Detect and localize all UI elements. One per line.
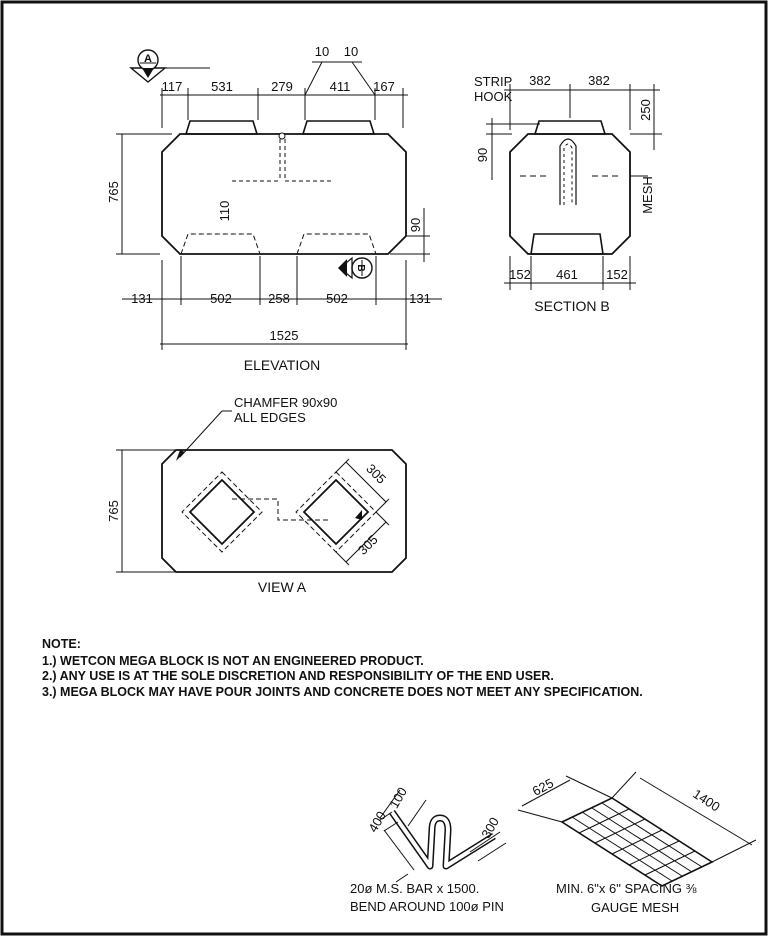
elev-inner-height-dim: 110 bbox=[217, 201, 232, 222]
mesh-grid bbox=[560, 797, 714, 887]
section-b-mesh-label: MESH bbox=[640, 176, 655, 214]
bar-caption-line1: 20ø M.S. BAR x 1500. bbox=[350, 881, 479, 896]
section-marker-a: A bbox=[129, 49, 210, 83]
note-item-2: 2.) ANY USE IS AT THE SOLE DISCRETION AN… bbox=[42, 669, 554, 683]
bar-caption-line2: BEND AROUND 100ø PIN bbox=[350, 899, 504, 914]
view-a-height-label: 765 bbox=[106, 500, 121, 522]
mesh-dim-1: 625 bbox=[530, 775, 556, 798]
section-b-bottom-dim-1: 152 bbox=[509, 267, 531, 282]
mesh-dim-2: 1400 bbox=[690, 786, 722, 814]
elev-bottom-dim-4: 502 bbox=[326, 291, 348, 306]
section-b-title: SECTION B bbox=[534, 298, 609, 314]
elev-height-dim-label: 765 bbox=[106, 181, 121, 203]
elevation-height-dim bbox=[116, 133, 172, 255]
elevation-recess-dim bbox=[390, 208, 430, 262]
section-b-top-dim-2: 382 bbox=[588, 73, 610, 88]
section-b-bottom-dim-3: 152 bbox=[606, 267, 628, 282]
section-b-top-dim-1: 382 bbox=[529, 73, 551, 88]
notes-heading: NOTE: bbox=[42, 637, 81, 651]
elev-bottom-dim-1: 131 bbox=[131, 291, 153, 306]
elevation-lug-left bbox=[184, 120, 259, 135]
section-b-hook-label: HOOK bbox=[474, 89, 513, 104]
elevation-title: ELEVATION bbox=[244, 357, 321, 373]
section-b-view: STRIP HOOK 382 382 250 90 bbox=[474, 73, 662, 314]
section-b-strip-label: STRIP bbox=[474, 74, 512, 89]
section-b-bottom-dim-2: 461 bbox=[556, 267, 578, 282]
view-a-title: VIEW A bbox=[258, 579, 307, 595]
section-marker-b: B bbox=[338, 256, 373, 280]
view-a-pocket-dim-2: 305 bbox=[355, 532, 381, 558]
mesh-detail: 625 1400 MIN. 6"x 6" SPACING ⅜ GAUGE MES… bbox=[517, 771, 757, 915]
section-marker-a-label: A bbox=[144, 53, 152, 65]
note-item-1: 1.) WETCON MEGA BLOCK IS NOT AN ENGINEER… bbox=[42, 654, 424, 668]
view-a-chamfer-line1: CHAMFER 90x90 bbox=[234, 395, 337, 410]
view-a-pocket-dims bbox=[335, 458, 390, 566]
elev-top-dim-5: 167 bbox=[373, 79, 395, 94]
section-b-outline bbox=[509, 133, 631, 255]
mesh-caption-line1: MIN. 6"x 6" SPACING ⅜ bbox=[556, 881, 697, 896]
elev-bottom-dim-5: 131 bbox=[409, 291, 431, 306]
bar-detail: 100 400 300 20ø M.S. BAR x 1500. BEND AR… bbox=[350, 785, 507, 914]
section-b-recess bbox=[530, 233, 604, 255]
section-b-top-dims bbox=[486, 84, 662, 180]
bar-dim-1: 100 bbox=[386, 785, 410, 811]
mesh-caption-line2: GAUGE MESH bbox=[591, 900, 679, 915]
note-item-3: 3.) MEGA BLOCK MAY HAVE POUR JOINTS AND … bbox=[42, 685, 643, 699]
elevation-block-outline bbox=[161, 133, 407, 255]
notes-block: NOTE: 1.) WETCON MEGA BLOCK IS NOT AN EN… bbox=[42, 637, 643, 699]
section-b-hook bbox=[559, 138, 577, 205]
elevation-lifting-hook bbox=[232, 139, 332, 182]
section-marker-b-label: B bbox=[355, 264, 366, 271]
bar-dim-3: 300 bbox=[478, 815, 502, 841]
section-b-hook-height: 90 bbox=[475, 148, 490, 162]
section-b-lug bbox=[533, 120, 607, 135]
view-a-hook bbox=[232, 498, 328, 521]
elev-overall-length: 1525 bbox=[270, 328, 299, 343]
bar-dim-2: 400 bbox=[365, 809, 389, 835]
elev-top-dim-1: 117 bbox=[162, 79, 183, 94]
elevation-bottom-dims bbox=[122, 256, 442, 350]
elevation-view: A 117 531 279 411 167 10 10 bbox=[106, 44, 442, 373]
elev-top-dim-4: 411 bbox=[330, 79, 351, 94]
elevation-top-dims bbox=[160, 61, 408, 128]
elev-bottom-dim-2: 502 bbox=[210, 291, 232, 306]
elev-offset-dim-1: 10 bbox=[315, 44, 329, 59]
section-b-top-height: 250 bbox=[638, 99, 653, 121]
view-a-outline bbox=[161, 449, 407, 573]
elev-recess-dim-label: 90 bbox=[408, 218, 423, 232]
view-a-pocket-left bbox=[181, 471, 263, 553]
elev-offset-dim-2: 10 bbox=[344, 44, 358, 59]
elev-bottom-dim-3: 258 bbox=[268, 291, 290, 306]
elevation-lug-right bbox=[301, 120, 376, 135]
view-a-height-dim bbox=[116, 449, 176, 573]
section-b-bottom-dims bbox=[504, 256, 636, 290]
view-a-chamfer-line2: ALL EDGES bbox=[234, 410, 306, 425]
elev-top-dim-2: 531 bbox=[211, 79, 233, 94]
elev-top-dim-3: 279 bbox=[271, 79, 293, 94]
view-a: CHAMFER 90x90 ALL EDGES 765 bbox=[106, 395, 407, 595]
elevation-bottom-recesses bbox=[180, 233, 377, 255]
